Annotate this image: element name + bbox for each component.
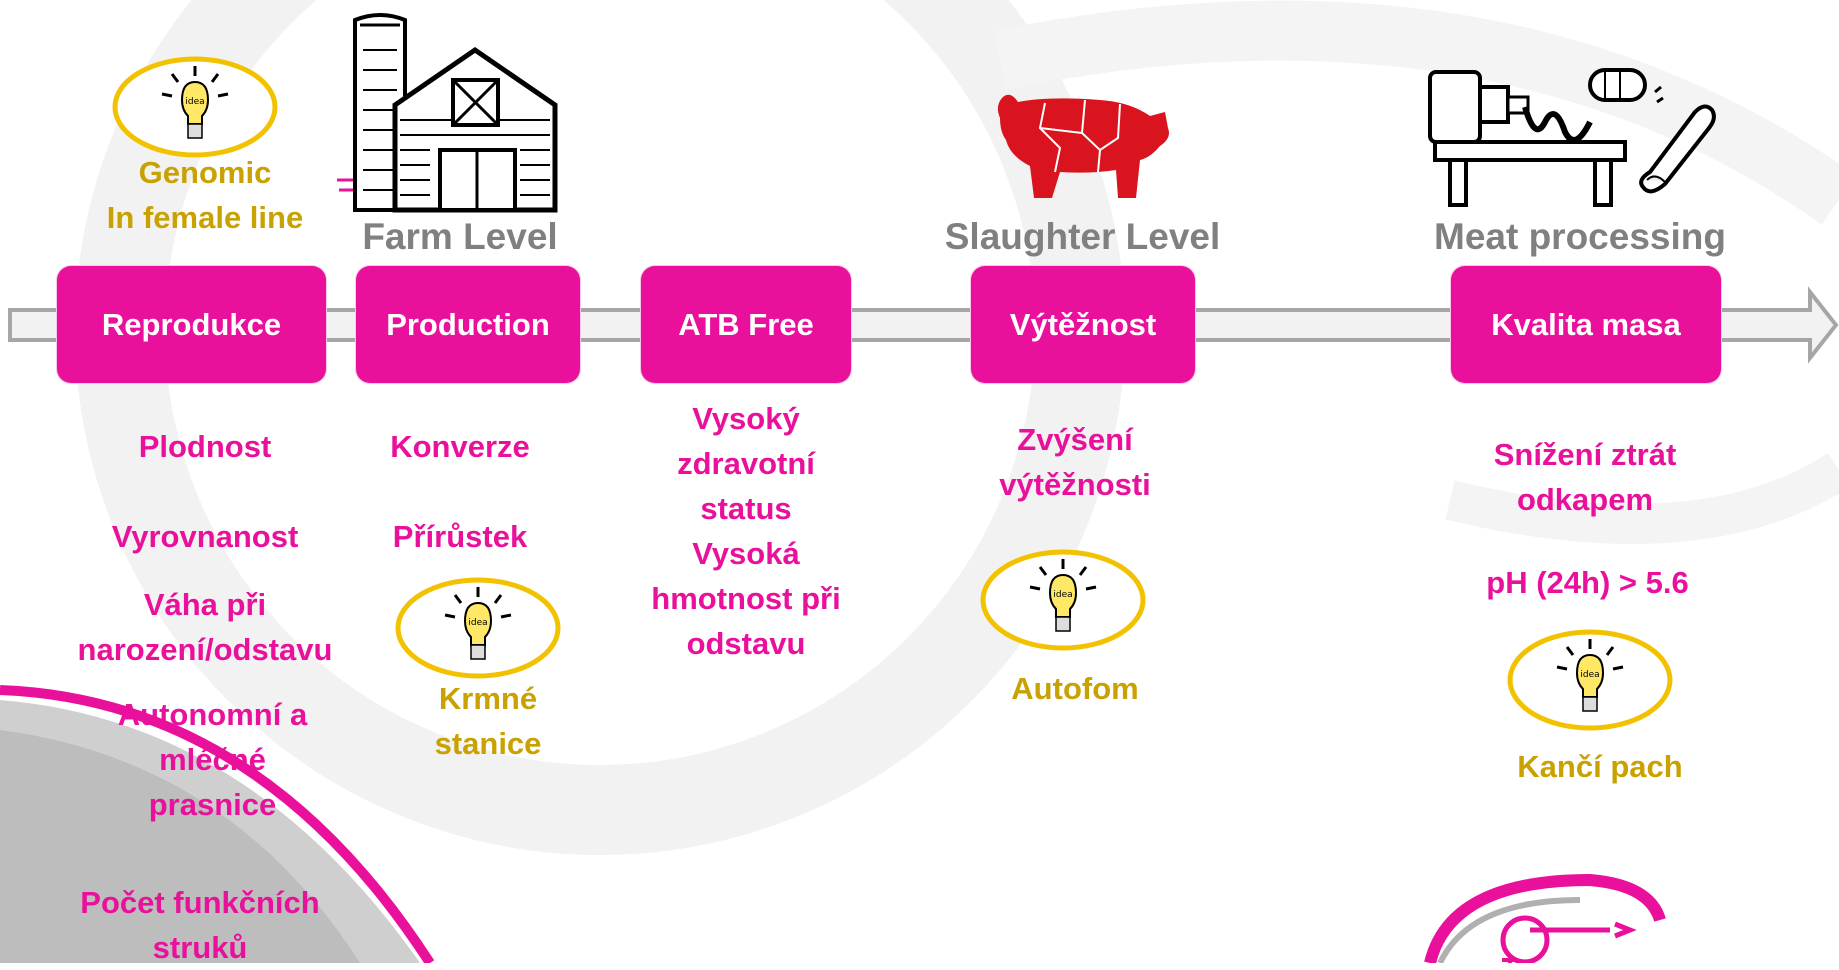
krmne-line2: stanice (434, 726, 542, 761)
reprodukce-item-line: prasnice (148, 787, 277, 822)
reprodukce-item-line: mléčné (159, 742, 266, 777)
krmne-line1: Krmné (438, 681, 538, 716)
reprodukce-item: Vyrovnanost (111, 519, 299, 554)
krmne-stanice-label: Krmné stanice (398, 676, 578, 766)
vytez-item-line: výtěžnosti (999, 467, 1151, 502)
idea-bulb-icon: idea (395, 577, 561, 679)
stage-reprodukce: Reprodukce (57, 266, 326, 383)
stage-vytéžnost: Výtěžnost (971, 266, 1195, 383)
svg-text:idea: idea (185, 97, 204, 107)
reprodukce-item-line: narození/odstavu (77, 632, 333, 667)
meat-grinder-icon (1428, 68, 1716, 207)
idea-bulb-icon: idea (980, 549, 1146, 651)
vytez-item-line: Zvýšení (1017, 422, 1133, 457)
farm-barn-icon (337, 13, 558, 213)
stage-kvalita-masa: Kvalita masa (1451, 266, 1721, 383)
reprodukce-item: Počet funkčních struků (70, 880, 330, 970)
pig-cuts-icon (997, 94, 1169, 198)
production-item: Konverze (390, 429, 530, 464)
kvalita-item-line: Snížení ztrát (1493, 437, 1677, 472)
atb-item-line: hmotnost při (651, 581, 841, 616)
svg-text:idea: idea (1053, 590, 1072, 600)
reprodukce-item-line: Váha při (143, 587, 267, 622)
farm-level-label: Farm Level (362, 216, 558, 257)
production-item: Přírůstek (392, 519, 528, 554)
atb-item-line: Vysoká (692, 536, 800, 571)
autofom-label: Autofom (1011, 671, 1139, 706)
atb-item-line: zdravotní (677, 446, 815, 481)
stage-atb-free: ATB Free (641, 266, 851, 383)
reprodukce-item: Váha při narození/odstavu (55, 582, 355, 672)
genomic-line1: Genomic (138, 155, 272, 190)
reprodukce-item: Plodnost (138, 429, 272, 464)
kvalita-item: pH (24h) > 5.6 (1486, 565, 1689, 600)
stage-production: Production (356, 266, 580, 383)
svg-text:idea: idea (468, 618, 487, 628)
genomic-line2: In female line (106, 200, 304, 235)
reprodukce-item: Autonomní a mléčné prasnice (85, 692, 340, 827)
reprodukce-item-line: struků (152, 930, 248, 965)
logo-icon (1424, 873, 1666, 963)
atb-item-line: status (700, 491, 792, 526)
vytez-item: Zvýšení výtěžnosti (950, 417, 1200, 507)
atb-free-items: Vysoký zdravotní status Vysoká hmotnost … (616, 396, 876, 666)
idea-bulb-icon: idea (1507, 629, 1673, 731)
meat-processing-label: Meat processing (1434, 216, 1726, 257)
kanci-pach-label: Kančí pach (1517, 749, 1683, 784)
atb-item-line: Vysoký (692, 401, 800, 436)
reprodukce-item-line: Autonomní a (117, 697, 308, 732)
svg-text:idea: idea (1580, 670, 1599, 680)
slaughter-level-label: Slaughter Level (944, 216, 1221, 257)
idea-bulb-icon: idea (112, 56, 278, 158)
kvalita-item-line: odkapem (1516, 482, 1654, 517)
genomic-label: Genomic In female line (80, 150, 330, 240)
kvalita-item: Snížení ztrát odkapem (1455, 432, 1715, 522)
atb-item-line: odstavu (686, 626, 806, 661)
reprodukce-item-line: Počet funkčních (80, 885, 320, 920)
